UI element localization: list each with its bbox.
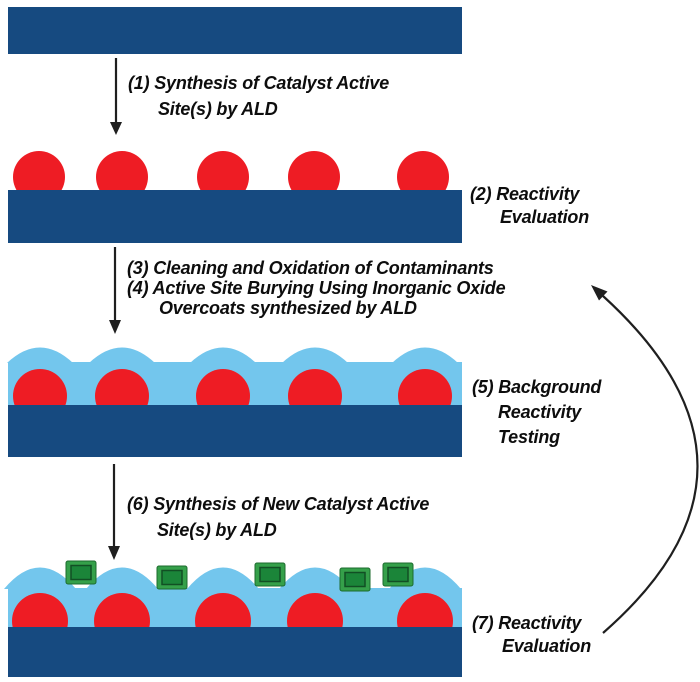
step7-line2: Evaluation [502, 636, 592, 656]
down-arrow-step1-head [110, 122, 122, 135]
step1-line2: Site(s) by ALD [158, 99, 278, 119]
step3-line1: (3) Cleaning and Oxidation of Contaminan… [127, 258, 494, 278]
overcoat-bump [190, 347, 256, 363]
new-active-site [156, 565, 188, 590]
overcoat-bump [282, 347, 348, 363]
recycle-arrow-head [591, 285, 608, 301]
step6-label: (6) Synthesis of New Catalyst Active Sit… [127, 491, 429, 543]
down-arrow-step1 [110, 58, 122, 135]
step5-line2: Reactivity [498, 402, 582, 422]
step7-label: (7) Reactivity Evaluation [472, 612, 591, 658]
step2-line2: Evaluation [500, 207, 590, 227]
new-active-site [254, 562, 286, 587]
step5-line3: Testing [498, 427, 560, 447]
step2-label: (2) Reactivity Evaluation [470, 183, 589, 229]
step7-line1: (7) Reactivity [472, 613, 582, 633]
step1-label: (1) Synthesis of Catalyst Active Site(s)… [128, 70, 389, 122]
step1-line1: (1) Synthesis of Catalyst Active [128, 73, 390, 93]
overcoat-bump [4, 567, 76, 589]
step6-line1: (6) Synthesis of New Catalyst Active [127, 494, 430, 514]
step3-4-label: (3) Cleaning and Oxidation of Contaminan… [127, 258, 506, 318]
overcoat-bump [279, 567, 351, 589]
step5-line1: (5) Background [472, 377, 602, 397]
step6-line2: Site(s) by ALD [157, 520, 277, 540]
new-active-site [339, 567, 371, 592]
step5-label: (5) Background Reactivity Testing [472, 375, 601, 450]
down-arrow-step6 [108, 464, 120, 560]
substrate-with-new-sites [4, 560, 462, 677]
down-arrow-step6-head [108, 546, 120, 560]
substrate-with-active-sites [8, 151, 462, 243]
overcoat-bump [187, 567, 259, 589]
overcoat-bump [86, 567, 158, 589]
overcoat-bump [7, 347, 73, 363]
substrate-row4 [8, 627, 462, 677]
recycle-arrow-curve [602, 295, 699, 634]
substrate-initial [8, 7, 462, 54]
step4-line2: Overcoats synthesized by ALD [159, 298, 417, 318]
substrate-with-buried-sites [7, 347, 462, 457]
overcoat-bump [392, 347, 458, 363]
substrate-row2 [8, 190, 462, 243]
step4-line1: (4) Active Site Burying Using Inorganic … [127, 278, 506, 298]
step2-line1: (2) Reactivity [470, 184, 580, 204]
new-active-site [65, 560, 97, 585]
new-active-site [382, 562, 414, 587]
substrate-row3 [8, 405, 462, 457]
recycle-arrow [591, 285, 699, 634]
down-arrow-step3-4-head [109, 320, 121, 334]
overcoat-bump [89, 347, 155, 363]
down-arrow-step3-4 [109, 247, 121, 334]
